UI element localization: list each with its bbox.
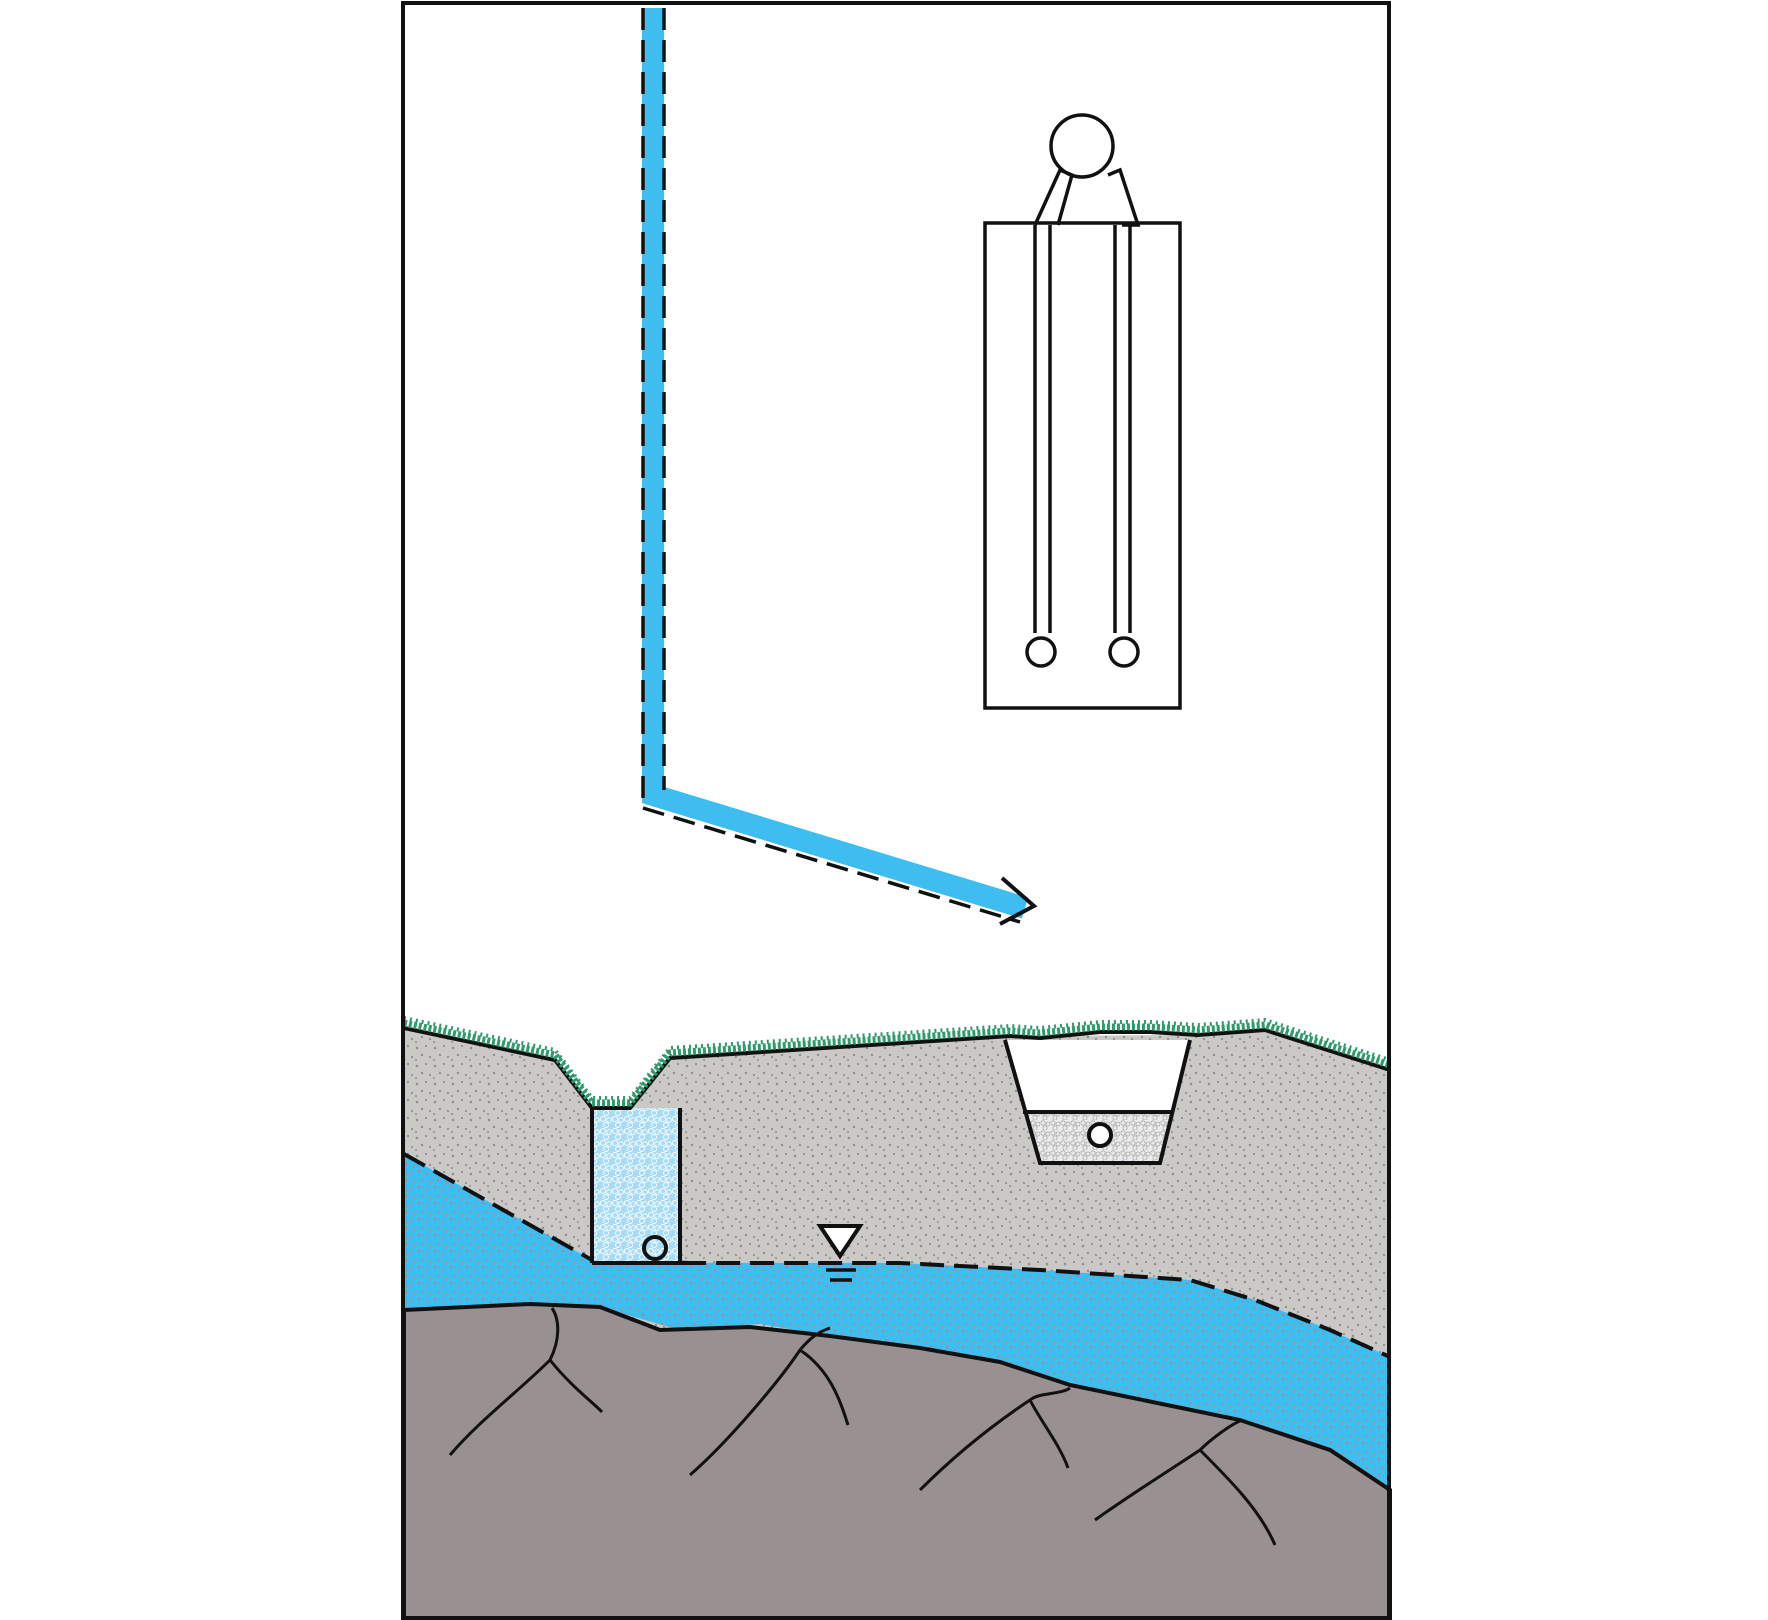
drainage-plan-view-icon: [983, 113, 1182, 710]
saturated-zone-texture: [404, 1154, 1390, 1490]
drainage-trench-walls: [590, 1108, 705, 1265]
grass-strip: [403, 1019, 1392, 1107]
ground-surface: [403, 1026, 1391, 1110]
water-table-symbol-icon: [816, 1224, 864, 1282]
bedrock-cracks: [448, 1307, 1277, 1546]
pit-pipe-icon: [1087, 1122, 1113, 1148]
diagram-frame: [401, 1, 1391, 1620]
perforated-pipe-icon: [642, 1235, 668, 1261]
drainage-trench-fill: [592, 1108, 680, 1263]
excavation-pit-outline: [1003, 1039, 1192, 1165]
grass-strip-tips: [403, 1016, 1391, 1100]
flow-arrow-icon: [641, 8, 1038, 926]
